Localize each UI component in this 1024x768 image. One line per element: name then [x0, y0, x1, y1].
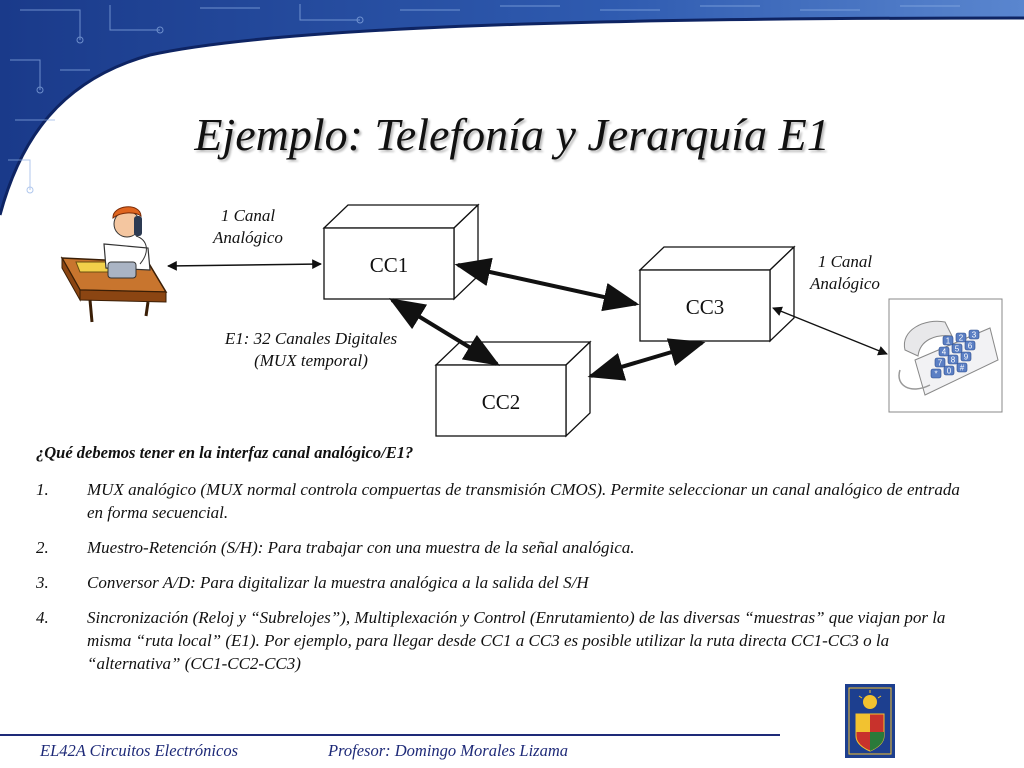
telephone-key-label: # [960, 364, 965, 373]
edge-cc1-cc3 [454, 257, 640, 312]
list-item: 2. Muestro-Retención (S/H): Para trabajar… [36, 536, 976, 559]
edge-cc1-cc2 [388, 298, 501, 366]
list-item: 1. MUX analógico (MUX normal controla com… [36, 478, 976, 524]
telephone-key [964, 340, 976, 351]
list-item-text: MUX analógico (MUX normal controla compu… [87, 480, 960, 522]
telephone-key [943, 365, 955, 376]
node-cc3-label: CC3 [686, 295, 725, 319]
node-cc3: CC3 [638, 245, 796, 343]
e1-label-line2: (MUX temporal) [254, 351, 368, 370]
telephone-key [947, 354, 959, 365]
telephone-key [955, 332, 967, 343]
telephone-key-label: 2 [959, 334, 964, 343]
e1-label-line1: E1: 32 Canales Digitales [224, 329, 398, 348]
telephone-key [934, 357, 946, 368]
left-channel-label: 1 Canal Analógico [213, 206, 283, 247]
list-item-number: 1. [36, 480, 49, 499]
requirements-list: 1. MUX analógico (MUX normal controla com… [36, 478, 976, 687]
circuit-pattern [8, 4, 960, 194]
telephone-key-label: 7 [938, 359, 943, 368]
list-item-number: 3. [36, 573, 49, 592]
telephone-key [968, 329, 980, 340]
telephone-key-label: 9 [964, 353, 969, 362]
telephone-key [960, 351, 972, 362]
node-cc2: CC2 [434, 340, 592, 438]
telephone-key [951, 343, 963, 354]
edge-user-cc1 [167, 259, 322, 271]
edge-cc2-cc3 [587, 338, 706, 381]
telephone-key-label: 4 [942, 348, 947, 357]
header-swoosh [0, 0, 1024, 215]
telephone-key [938, 346, 950, 357]
node-cc2-label: CC2 [482, 390, 521, 414]
telephone-key [930, 368, 942, 379]
edge-cc3-telephone [772, 306, 888, 356]
list-item-text: Sincronización (Reloj y “Subrelojes”), M… [87, 608, 946, 673]
e1-label: E1: 32 Canales Digitales (MUX temporal) [196, 328, 426, 372]
node-cc1-label: CC1 [370, 253, 409, 277]
telephone-key-label: 0 [947, 367, 952, 376]
list-item: 3. Conversor A/D: Para digitalizar la mue… [36, 571, 976, 594]
list-item-number: 4. [36, 608, 49, 627]
header-swoosh-edge [0, 16, 1024, 216]
footer-professor: Profesor: Domingo Morales Lizama [328, 741, 569, 760]
telephone-key-label: 6 [968, 342, 973, 351]
list-item-text: Conversor A/D: Para digitalizar la muest… [87, 573, 589, 592]
slide-title: Ejemplo: Telefonía y Jerarquía E1 [194, 109, 830, 160]
list-item-text: Muestro-Retención (S/H): Para trabajar c… [87, 538, 635, 557]
university-logo-icon [845, 684, 895, 758]
telephone-key-label: 1 [946, 337, 951, 346]
telephone-key-label: * [934, 370, 937, 379]
list-item: 4. Sincronización (Reloj y “Subrelojes”),… [36, 606, 976, 675]
question-heading: ¿Qué debemos tener en la interfaz canal … [36, 443, 414, 462]
telephone-key [956, 362, 968, 373]
footer-course: EL42A Circuitos Electrónicos [40, 741, 238, 760]
list-item-number: 2. [36, 538, 49, 557]
telephone-key-label: 5 [955, 345, 960, 354]
telephone-key [942, 335, 954, 346]
right-channel-label: 1 Canal Analógico [810, 252, 880, 293]
telephone-key-label: 3 [972, 331, 977, 340]
person-on-phone-icon [60, 206, 168, 323]
telephone-key-label: 8 [951, 356, 956, 365]
node-cc1: CC1 [322, 203, 480, 301]
